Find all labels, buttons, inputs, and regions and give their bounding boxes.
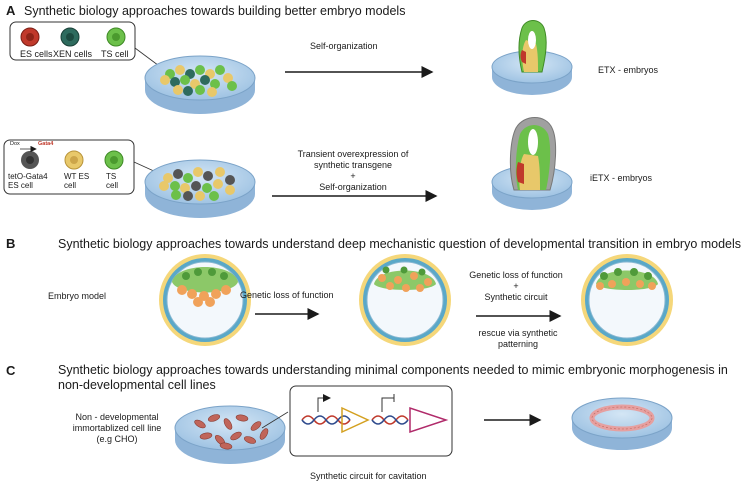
ietx-embryo [509,117,557,191]
etx-embryo-dish [491,20,573,95]
ietx-embryos-label: iETX - embryos [590,173,653,183]
circuit-caption: Synthetic circuit for cavitation [310,471,427,481]
embryo-model-label: Embryo model [48,291,107,301]
dox-label: Dox [10,141,20,147]
section-c-title: Synthetic biology approaches towards und… [58,363,728,392]
cell-line-label: Non - developmental immortablized cell l… [72,412,162,444]
genetic-loss-synthetic-label: Genetic loss of function + Synthetic cir… [469,270,563,302]
tetO-gata4-cell-icon [21,151,39,169]
xen-cell-icon [60,27,80,47]
embryo-model-b1 [159,254,251,346]
cho-cells [194,414,269,450]
section-c-letter: C [6,363,16,378]
ietx-embryo-dish [491,117,573,210]
section-b-letter: B [6,236,16,251]
embryo-model-b2 [359,254,451,346]
petri-dish-c1 [174,405,286,464]
promoter-arrow-1 [317,394,331,412]
etx-embryos-label: ETX - embryos [598,65,659,75]
gata4-label: Gata4 [38,141,54,147]
petri-dish-c2 [571,397,673,450]
wt-es-cell-icon [64,150,84,170]
wt-es-label: WT ES cell [64,172,90,190]
ts-cell-label-2: TS cell [106,172,119,190]
synthetic-circuit-box [289,385,453,457]
ts-cell-icon-2 [104,150,124,170]
cell-cluster-a2 [159,167,235,201]
cell-cluster-a1 [160,65,237,97]
es-cells-label: ES cells [20,49,53,59]
petri-dish-a1 [144,55,256,114]
repressor-line [381,394,395,412]
dna-helix-2 [371,415,409,425]
es-cell-icon [20,27,40,47]
xen-cells-label: XEN cells [53,49,93,59]
gene-triangle-1 [341,406,370,434]
rescue-label: rescue via synthetic patterning [478,328,558,349]
gene-triangle-2 [409,406,449,434]
etx-embryo [518,20,547,73]
section-a-letter: A [6,3,16,18]
self-organization-label: Self-organization [310,41,378,51]
petri-dish-a2 [144,159,256,218]
ts-cell-icon [106,27,126,47]
genetic-loss-label: Genetic loss of function [240,290,334,300]
section-a-title: Synthetic biology approaches towards bui… [24,4,406,18]
teto-gata4-label: tetO-Gata4 ES cell [8,172,48,190]
ts-cell-label: TS cell [101,49,129,59]
transient-overexpression-label: Transient overexpression of synthetic tr… [297,149,409,192]
section-b-title: Synthetic biology approaches towards und… [58,237,742,251]
embryo-model-b3 [581,254,673,346]
